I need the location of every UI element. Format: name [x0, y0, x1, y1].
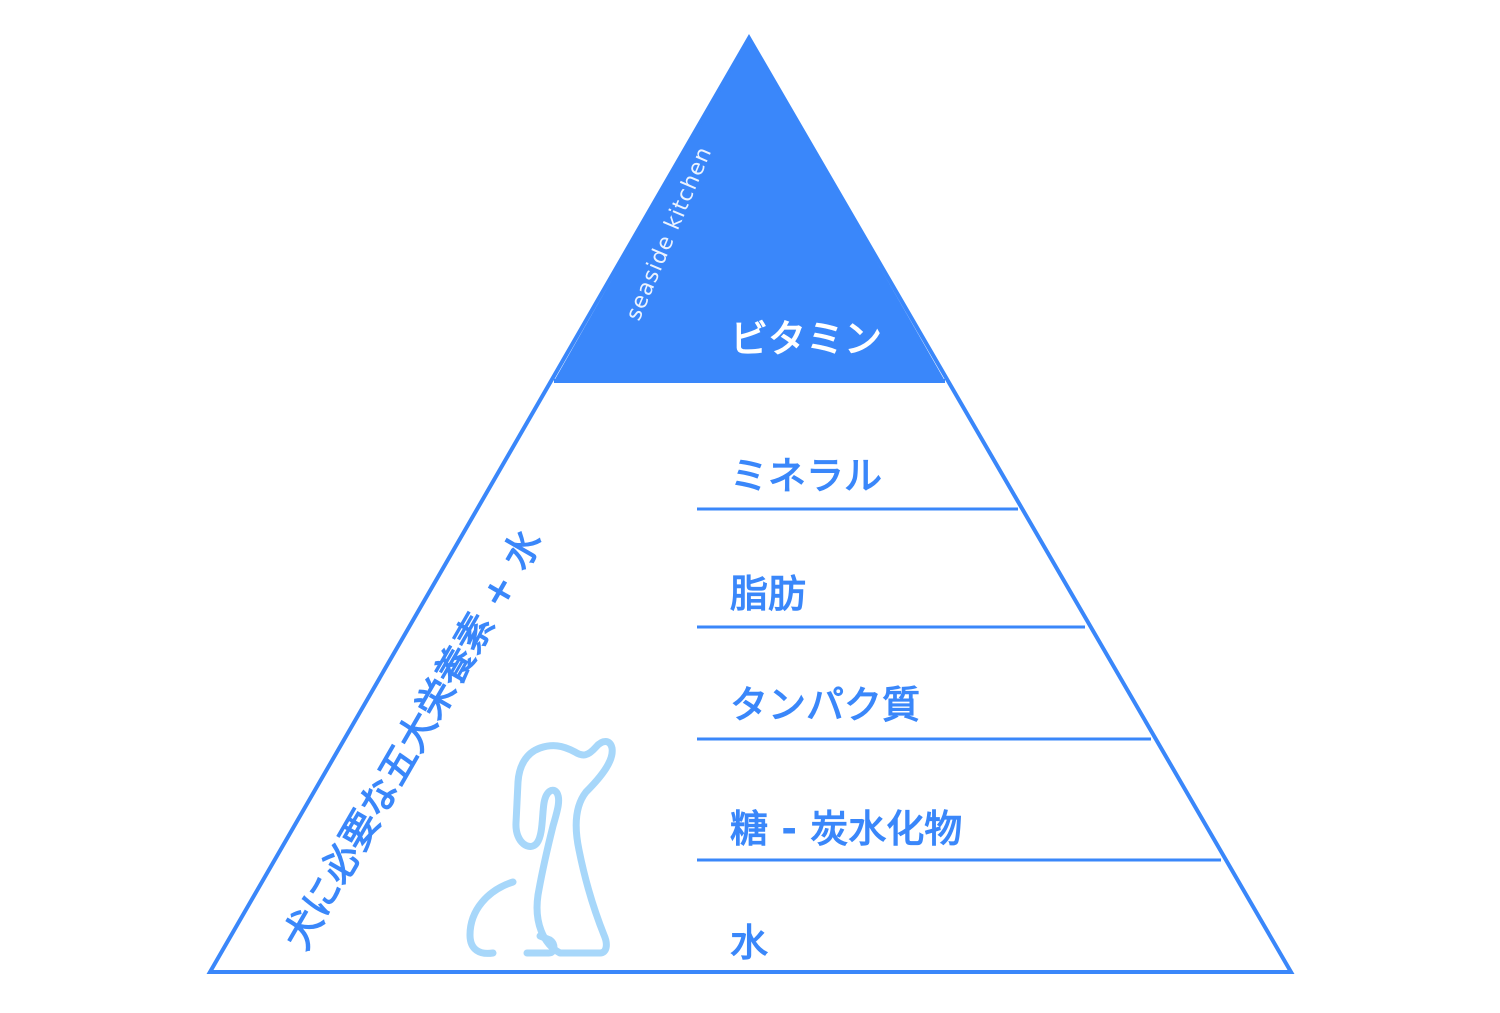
sitting-dog-icon	[466, 738, 616, 957]
side-title: 犬に必要な五大栄養素 + 水	[275, 521, 552, 956]
pyramid-apex-fill	[554, 38, 945, 381]
tier-label-fat: 脂肪	[730, 572, 806, 616]
tier-label-vitamin: ビタミン	[730, 317, 882, 361]
tier-label-protein: タンパク質	[730, 683, 920, 727]
tier-label-carbohydrate: 糖 - 炭水化物	[730, 807, 962, 851]
tier-label-mineral: ミネラル	[730, 454, 882, 498]
tier-label-water: 水	[730, 921, 769, 965]
pyramid-outline	[206, 34, 1295, 974]
